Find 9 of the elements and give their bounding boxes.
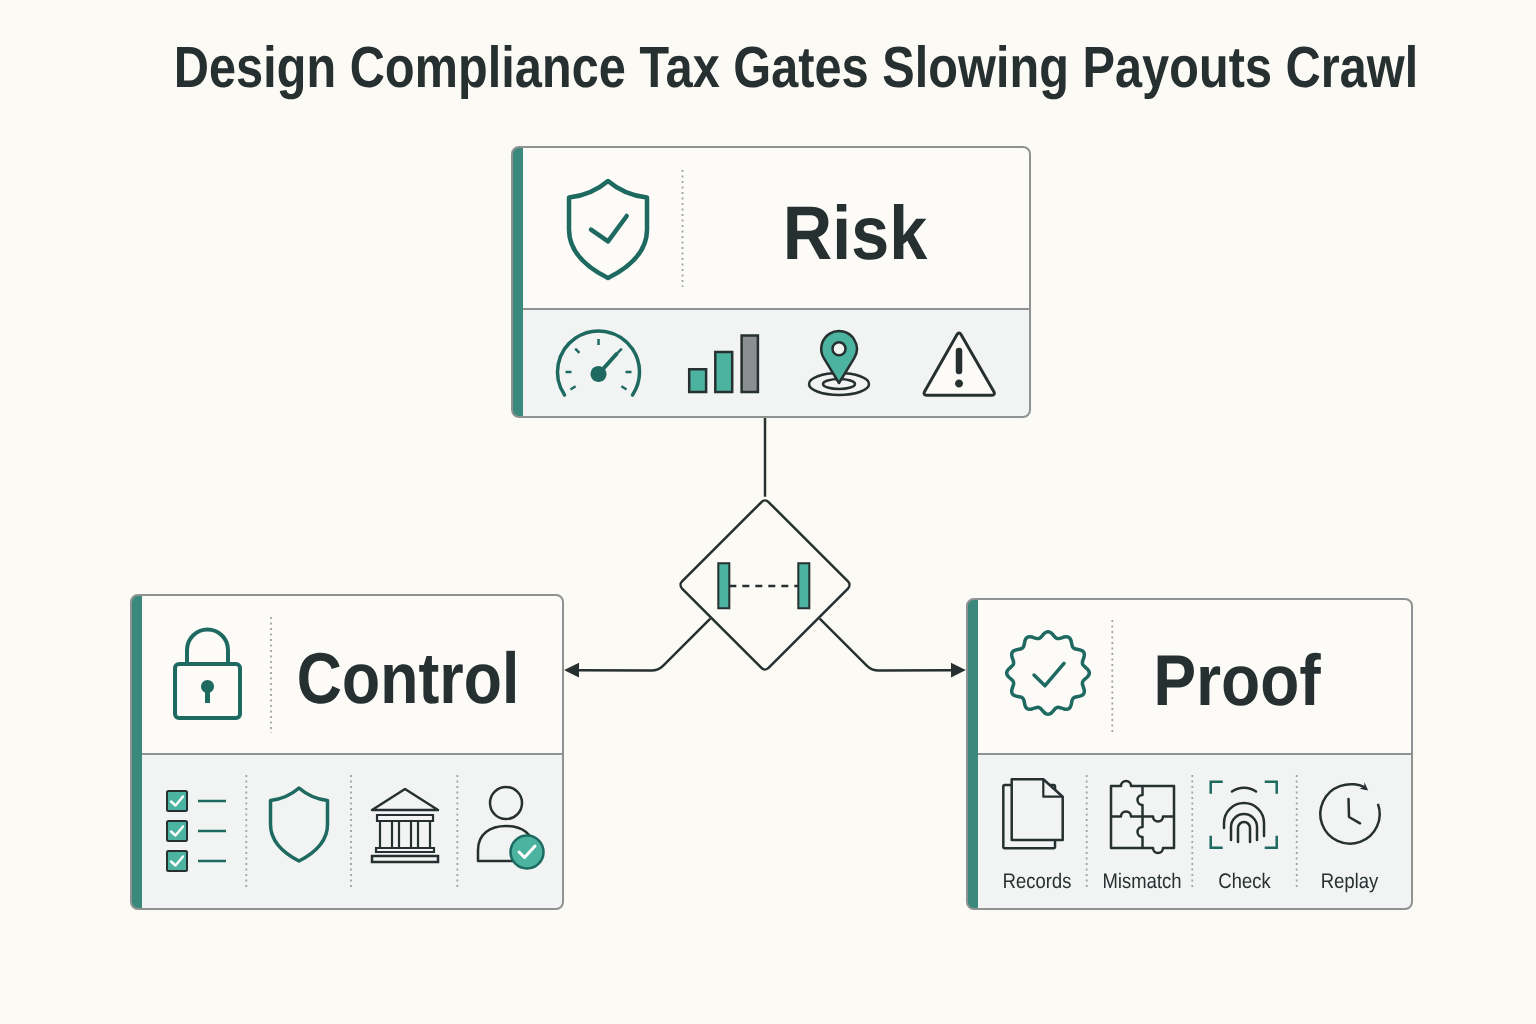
heading: Risk [787, 203, 928, 260]
icon-label: Mismatch [1104, 872, 1181, 889]
heading: Control [299, 650, 515, 704]
icon-label: Replay [1322, 872, 1379, 893]
heading: Proof [1157, 652, 1321, 706]
icon-label: Records [1004, 872, 1071, 889]
icon-label: Check [1219, 872, 1271, 889]
title: Design Compliance Tax Gates Slowing Payouts Crawl [177, 44, 1415, 100]
connector-line [763, 418, 767, 497]
